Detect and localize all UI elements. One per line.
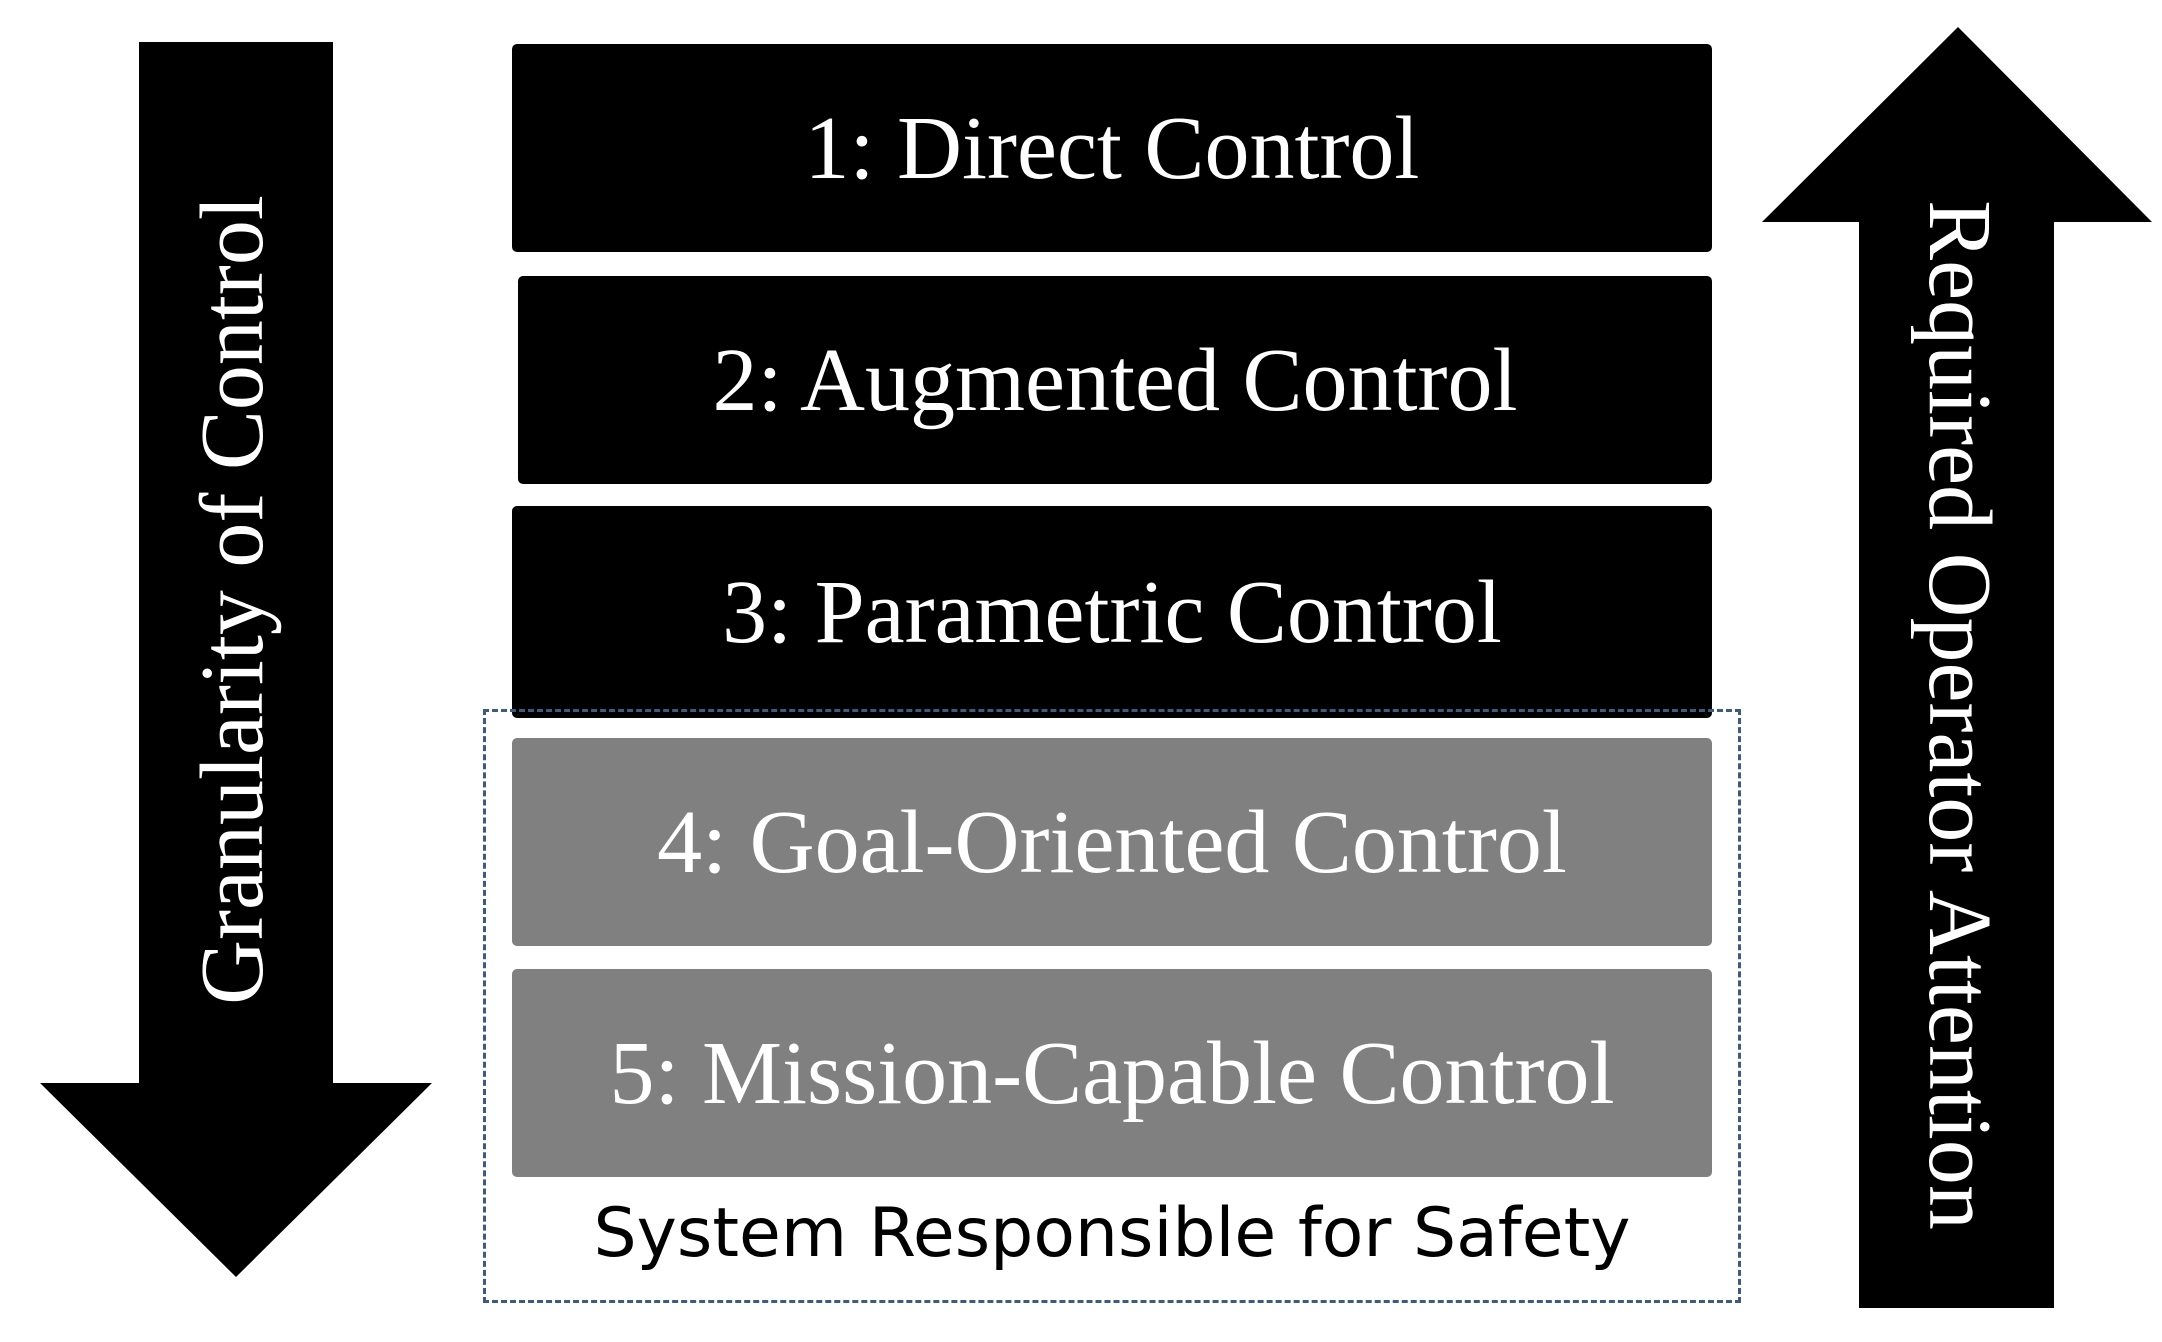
granularity-arrow [40, 42, 432, 1277]
granularity-label: Granularity of Control [182, 195, 282, 1005]
safety-group-label: System Responsible for Safety [593, 1193, 1631, 1273]
level-1-direct-control: 1: Direct Control [512, 44, 1712, 252]
level-2-augmented-control: 2: Augmented Control [518, 276, 1712, 484]
operator-attention-arrow [1762, 27, 2152, 1308]
level-4-goal-oriented-control: 4: Goal-Oriented Control [512, 738, 1712, 946]
operator-attention-label: Required Operator Attention [1910, 200, 2010, 1230]
level-5-mission-capable-control: 5: Mission-Capable Control [512, 969, 1712, 1177]
level-3-parametric-control: 3: Parametric Control [512, 506, 1712, 718]
